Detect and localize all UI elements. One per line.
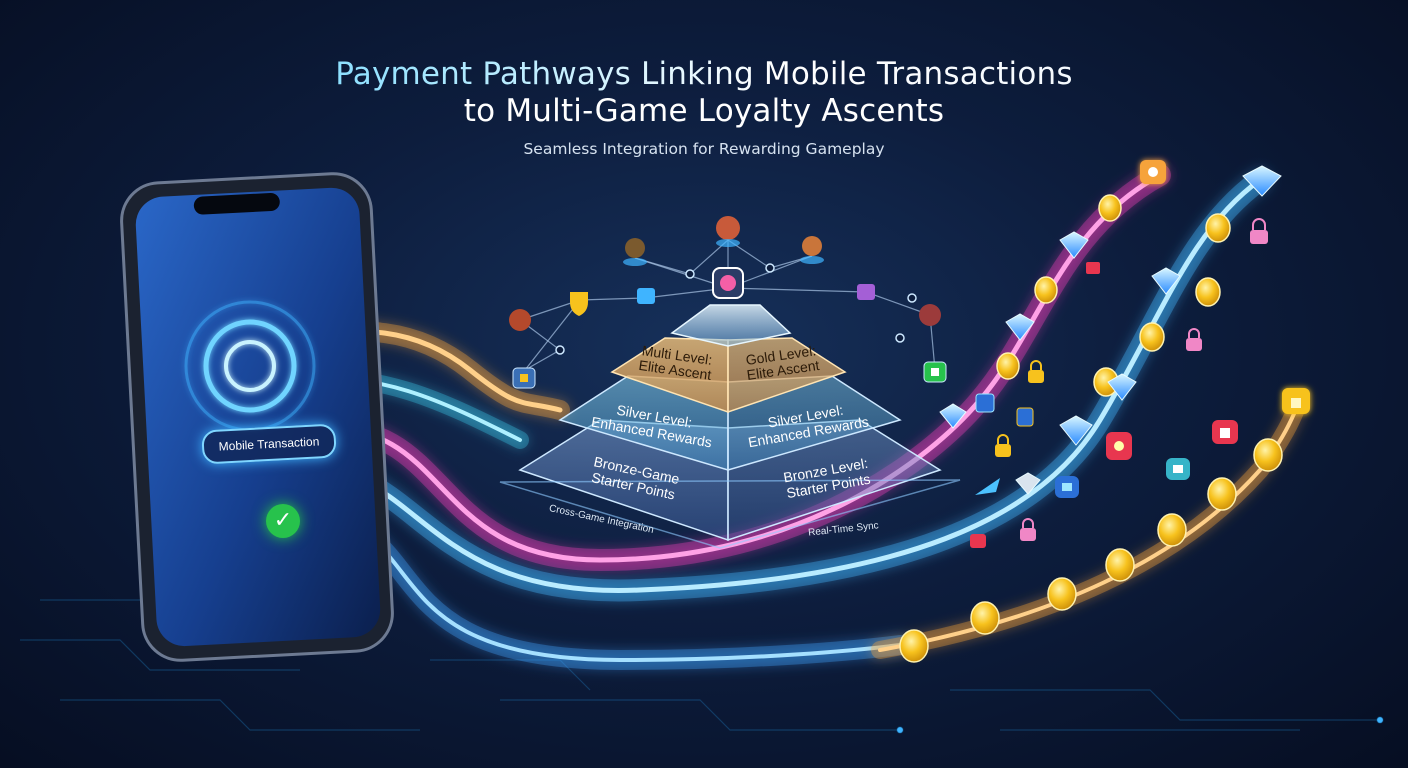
pyramid-top-right <box>727 337 847 414</box>
lock-icon <box>1028 360 1044 383</box>
game-character-icon <box>975 393 995 413</box>
game-character-icon <box>716 216 740 247</box>
lock-icon <box>995 434 1011 457</box>
arrow-icon <box>975 478 1000 495</box>
pyramid-cap <box>670 304 792 347</box>
lock-icon <box>1140 160 1166 184</box>
pyramid-plate <box>499 479 961 549</box>
lock-icon <box>1212 420 1238 444</box>
title-line-2: to Multi-Game Loyalty Ascents <box>463 93 945 129</box>
game-character-icon <box>1016 407 1034 427</box>
nfc-ring-icon <box>184 300 316 432</box>
check-circle-icon: ✓ <box>266 504 300 538</box>
game-character-icon <box>919 304 941 326</box>
game-character-icon <box>623 238 647 266</box>
shield-icon <box>570 292 588 316</box>
gold-coin-icons <box>899 194 1283 663</box>
game-character-icon <box>1086 262 1100 274</box>
game-character-icon <box>712 267 744 299</box>
shield-icon <box>1106 432 1132 460</box>
lock-icon <box>512 367 536 389</box>
diamond-icons <box>939 165 1282 495</box>
title-line-1: Payment Pathways Linking Mobile Transact… <box>0 56 1408 92</box>
lock-icon <box>1250 218 1268 244</box>
lock-icon <box>923 361 947 383</box>
lock-icon <box>1020 518 1036 541</box>
game-character-icon <box>637 288 655 304</box>
lock-icon <box>970 534 986 548</box>
lock-icon <box>1186 328 1202 351</box>
payment-pathways <box>260 164 1309 671</box>
game-character-icon <box>857 284 875 300</box>
game-character-icon <box>800 236 824 264</box>
lock-icon <box>1055 476 1079 498</box>
lock-icon <box>1282 388 1310 414</box>
lock-icon <box>1166 458 1190 480</box>
lock-icons <box>970 160 1310 548</box>
smartphone <box>120 172 394 662</box>
game-character-icon <box>509 309 531 331</box>
subtitle: Seamless Integration for Rewarding Gamep… <box>523 140 885 158</box>
